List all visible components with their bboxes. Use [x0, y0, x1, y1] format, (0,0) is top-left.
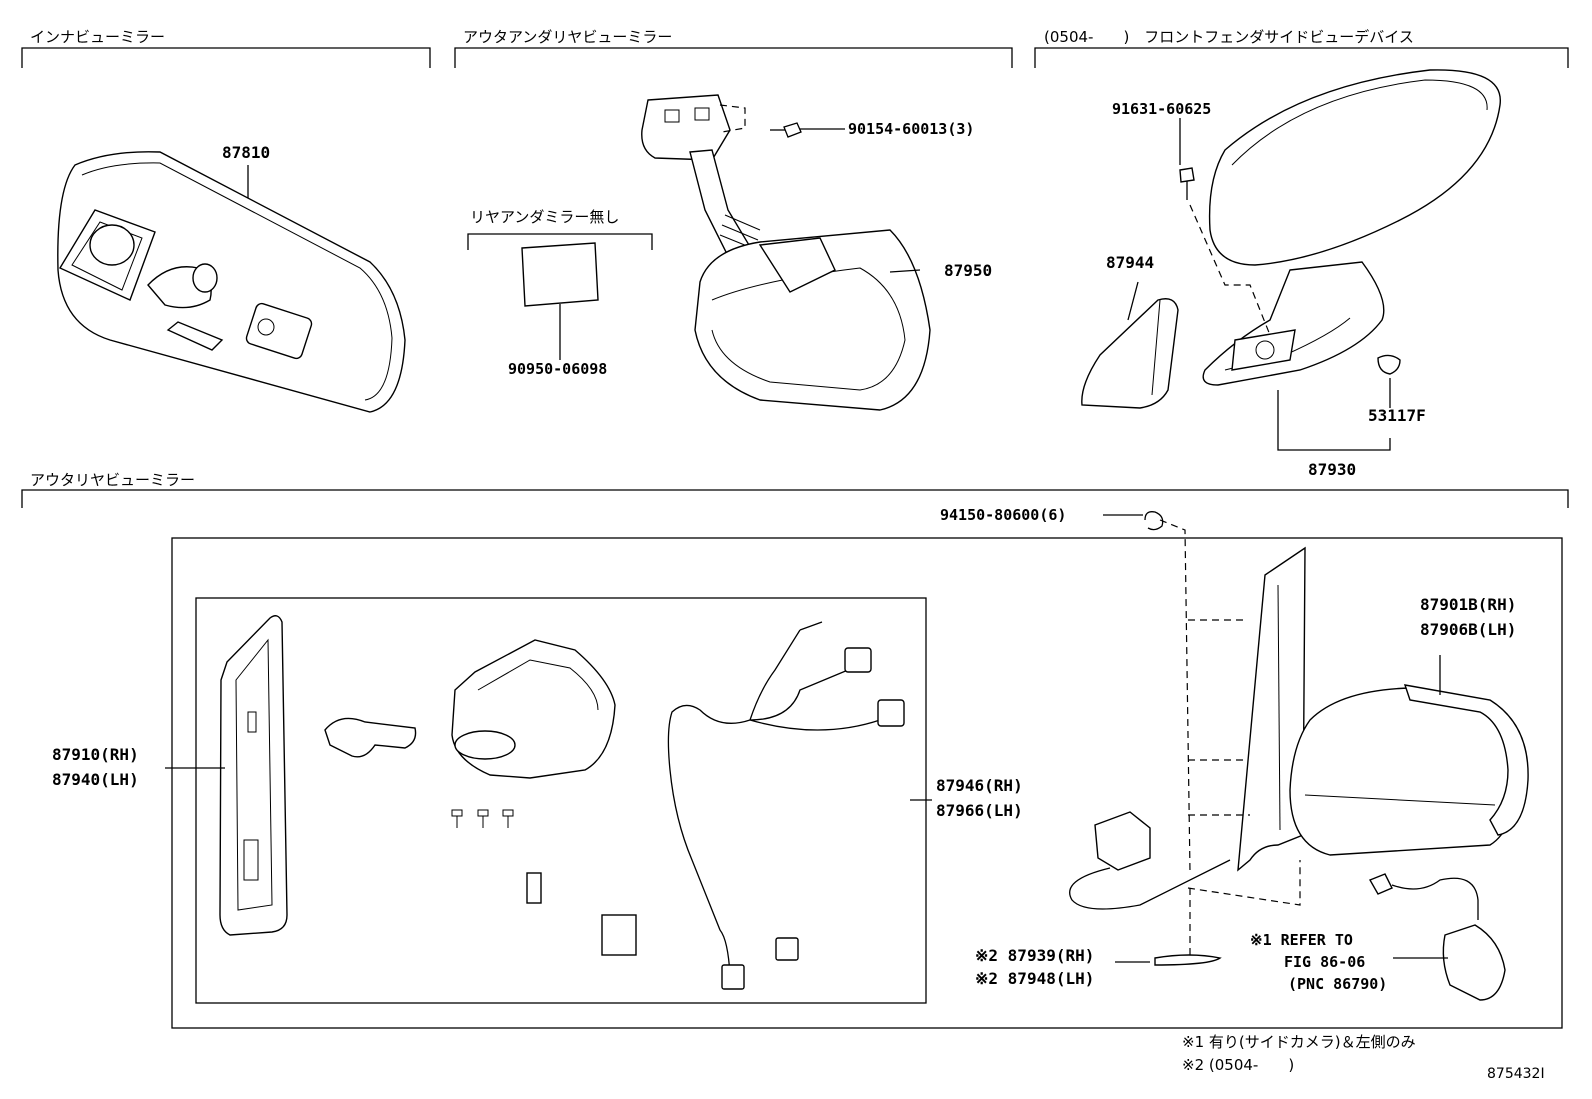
footnote-2: ※2 (0504- )	[1182, 1056, 1295, 1074]
section-title-front-fender-device: (0504- ) フロントフェンダサイドビューデバイス	[1044, 28, 1414, 46]
refer-note-fig-link[interactable]: FIG 86-06	[1284, 953, 1366, 971]
section-title-outer-under-mirror: アウタアンダリヤビューミラー	[463, 28, 673, 46]
mirror-glass-drawing	[219, 615, 288, 936]
part-87940-lh[interactable]: 87940(LH)	[52, 770, 139, 789]
section-brackets	[21, 47, 1569, 508]
part-87939-rh[interactable]: ※2 87939(RH)	[975, 946, 1095, 965]
part-53117f[interactable]: 53117F	[1368, 406, 1426, 425]
refer-note-pnc: (PNC 86790)	[1288, 975, 1388, 993]
footnote-1: ※1 有り(サイドカメラ)＆左側のみ	[1182, 1033, 1416, 1051]
actuator-drawing	[324, 639, 637, 956]
part-87901b-rh[interactable]: 87901B(RH)	[1420, 595, 1517, 614]
part-87966-lh[interactable]: 87966(LH)	[936, 801, 1023, 820]
wire-harness-drawing	[667, 621, 905, 990]
part-94150-80600[interactable]: 94150-80600(6)	[940, 506, 1067, 524]
part-87930[interactable]: 87930	[1308, 460, 1357, 479]
part-87910-rh[interactable]: 87910(RH)	[52, 745, 139, 764]
figure-id: 875432I	[1487, 1066, 1545, 1082]
fender-mirror-drawing	[1081, 69, 1501, 451]
refer-note-line1: ※1 REFER TO	[1250, 931, 1353, 949]
part-91631-60625[interactable]: 91631-60625	[1112, 100, 1212, 118]
mirror-assembly-drawing	[1069, 511, 1529, 1001]
part-87906b-lh[interactable]: 87906B(LH)	[1420, 620, 1517, 639]
inner-mirror-drawing	[57, 151, 406, 413]
section-title-outer-rear-mirror: アウタリヤビューミラー	[30, 471, 196, 489]
section-title-inner-mirror: インナビューミラー	[30, 28, 166, 46]
part-87944[interactable]: 87944	[1106, 253, 1155, 272]
part-87946-rh[interactable]: 87946(RH)	[936, 776, 1023, 795]
part-87810[interactable]: 87810	[222, 143, 271, 162]
part-87948-lh[interactable]: ※2 87948(LH)	[975, 969, 1095, 988]
part-90154-60013[interactable]: 90154-60013(3)	[848, 120, 975, 138]
label-no-rear-under-mirror: リヤアンダミラー無し	[470, 208, 620, 226]
leader-lines	[165, 514, 1448, 963]
under-mirror-drawing	[521, 94, 931, 411]
part-87950[interactable]: 87950	[944, 261, 993, 280]
part-90950-06098[interactable]: 90950-06098	[508, 360, 608, 378]
